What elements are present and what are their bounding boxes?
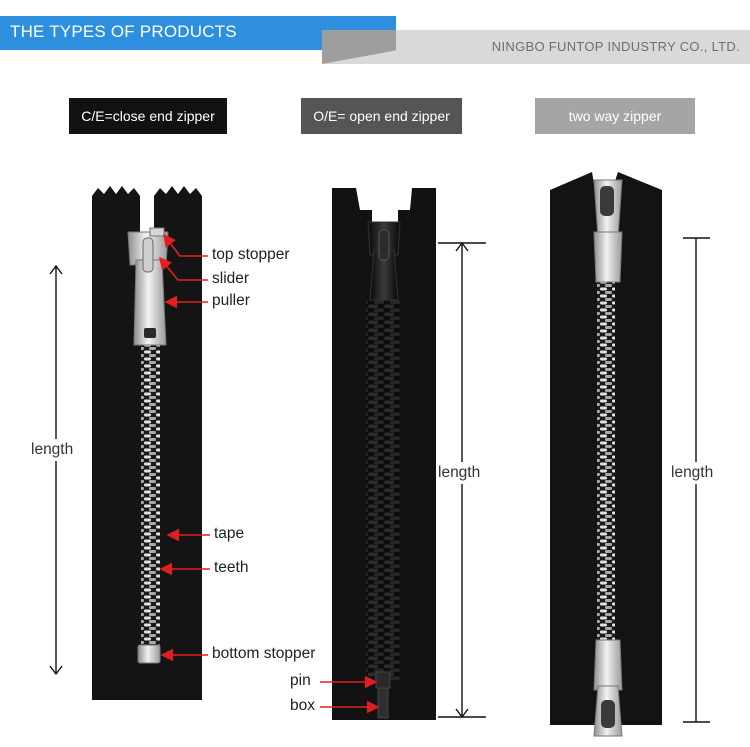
header-title: THE TYPES OF PRODUCTS [10,22,237,41]
label-teeth: teeth [214,559,249,576]
type-two-way: two way zipper [535,98,695,134]
open-end-zipper [332,188,436,720]
label-box: box [290,697,315,714]
label-top-stopper: top stopper [212,246,290,263]
type-close-end: C/E=close end zipper [69,98,227,134]
close-end-zipper [92,186,202,700]
label-tape: tape [214,525,245,542]
type-open-end: O/E= open end zipper [301,98,462,134]
label-pin: pin [290,672,311,689]
length-label-close-end: length [31,439,74,461]
label-puller: puller [212,292,250,309]
length-label-open-end: length [438,462,481,484]
two-way-zipper [550,172,662,737]
length-label-two-way: length [671,462,714,484]
company-name: NINGBO FUNTOP INDUSTRY CO., LTD. [491,39,740,54]
label-bottom-stopper: bottom stopper [212,645,316,662]
label-slider: slider [212,270,250,287]
callout-arrows [158,233,380,714]
